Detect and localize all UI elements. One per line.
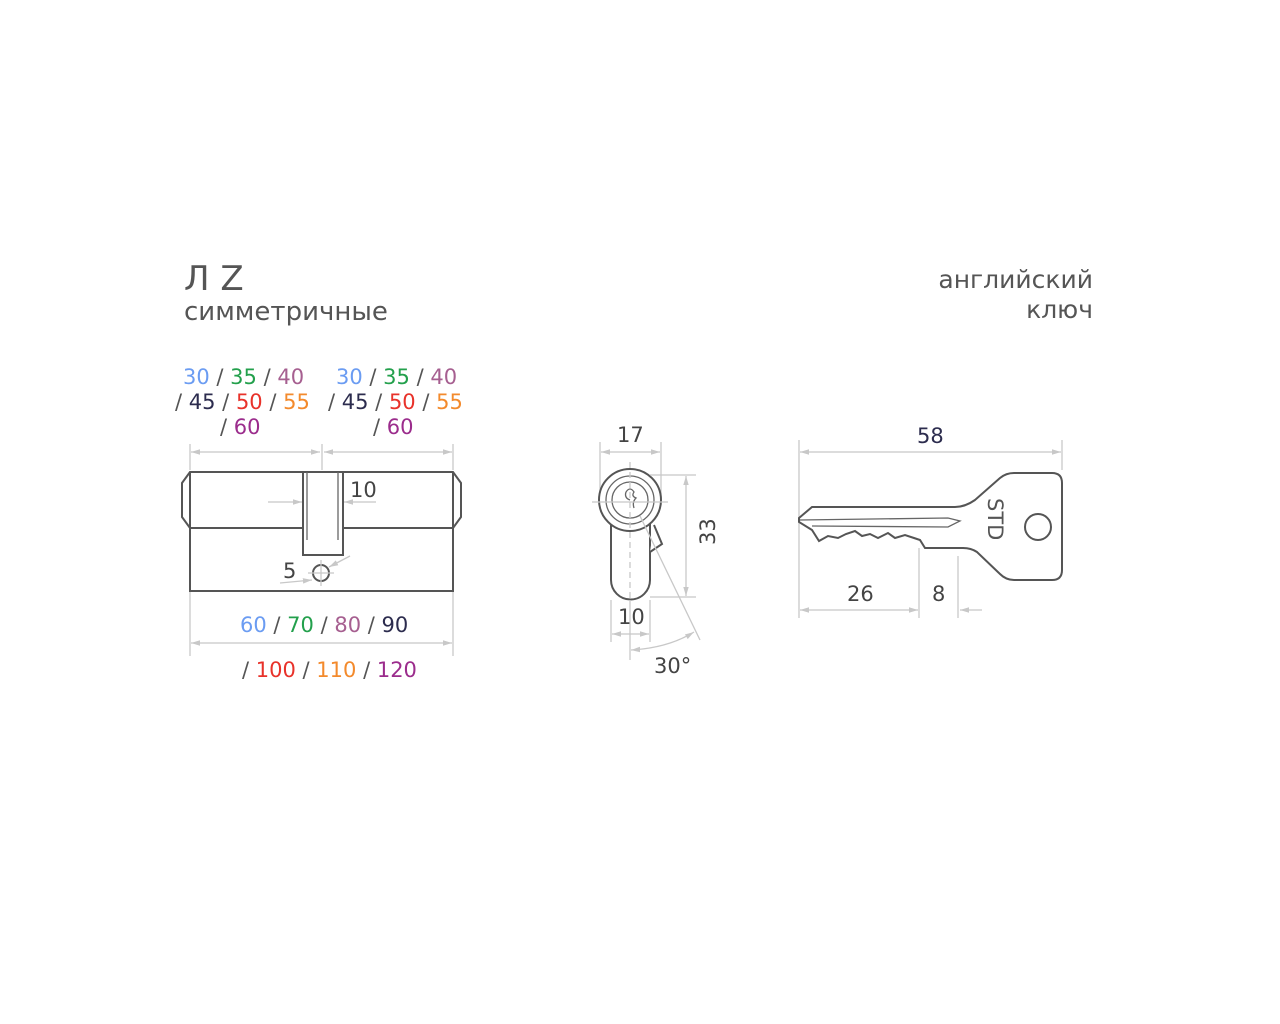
svg-text:/ 60: / 60 [373, 415, 414, 439]
svg-text:/ 45 / 50 / 55: / 45 / 50 / 55 [328, 390, 463, 414]
svg-text:30 / 35 / 40: 30 / 35 / 40 [183, 365, 304, 389]
total-lengths: 60 / 70 / 80 / 90 / 100 / 110 / 120 [240, 613, 417, 682]
svg-text:/ 100 / 110 / 120: / 100 / 110 / 120 [242, 658, 417, 682]
key-blade-label: 26 [847, 582, 874, 606]
left-title: Л Z [184, 259, 244, 299]
screw-hole-label: 5 [283, 559, 296, 583]
left-half-sizes: 30 / 35 / 40 / 45 / 50 / 55 / 60 [175, 365, 310, 439]
right-half-sizes: 30 / 35 / 40 / 45 / 50 / 55 / 60 [328, 365, 463, 439]
profile-bottom-width-label: 10 [618, 605, 645, 629]
svg-text:60 / 70 / 80 / 90: 60 / 70 / 80 / 90 [240, 613, 408, 637]
cam-width-label: 10 [350, 478, 377, 502]
key-length-label: 58 [917, 424, 944, 448]
cylinder-profile-view [592, 442, 701, 660]
key-stamp: STD [983, 498, 1007, 540]
key-drawing [798, 440, 1063, 618]
right-title: английский [938, 265, 1093, 294]
key-shoulder-label: 8 [932, 582, 945, 606]
svg-text:/ 45 / 50 / 55: / 45 / 50 / 55 [175, 390, 310, 414]
cylinder-side-view [181, 444, 462, 656]
svg-text:/ 60: / 60 [220, 415, 261, 439]
profile-height-label: 33 [696, 518, 720, 545]
profile-width-label: 17 [617, 423, 644, 447]
rotation-angle-label: 30° [654, 654, 691, 678]
svg-text:30 / 35 / 40: 30 / 35 / 40 [336, 365, 457, 389]
right-subtitle: ключ [1026, 295, 1093, 324]
left-subtitle: симметричные [184, 297, 388, 327]
